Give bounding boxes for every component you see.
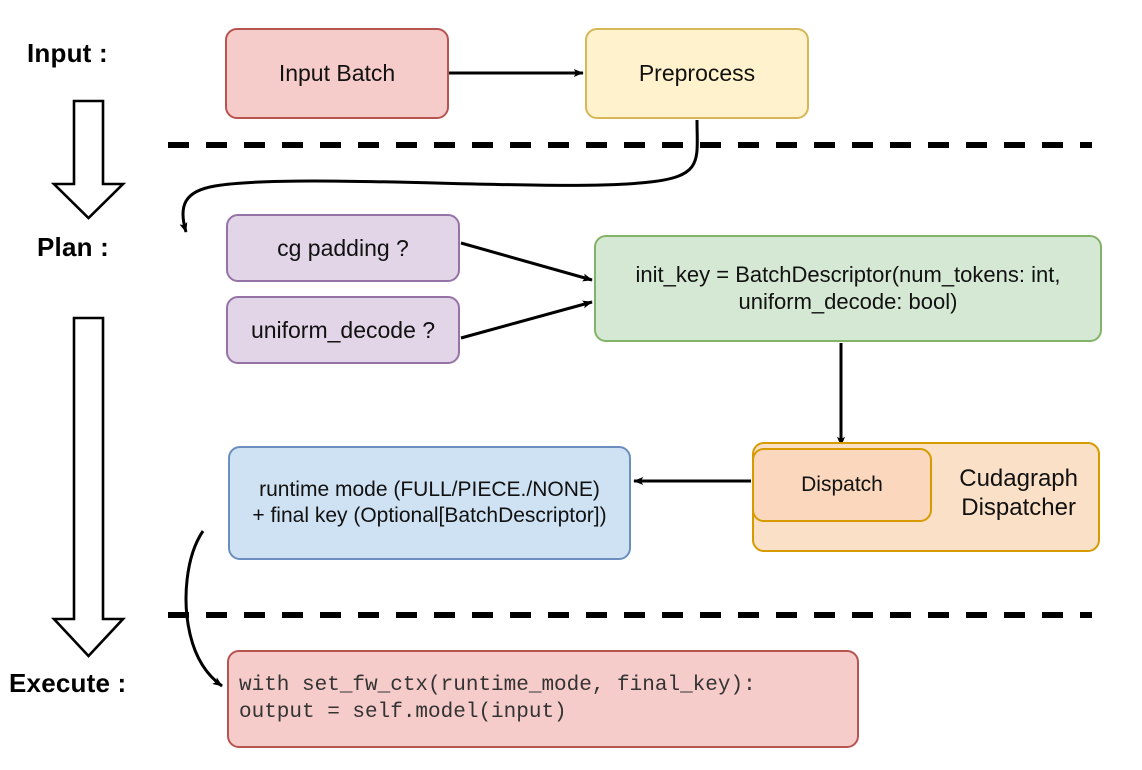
node-input-batch-label: Input Batch	[278, 60, 396, 87]
node-init-key[interactable]: init_key = BatchDescriptor(num_tokens: i…	[594, 235, 1102, 342]
plan-to-execute-flow-arrow	[51, 316, 126, 658]
node-dispatch[interactable]: Dispatch	[752, 448, 932, 522]
connector-cg-padding-to-init-key	[460, 241, 593, 282]
node-execute-code-label: with set_fw_ctx(runtime_mode, final_key)…	[239, 673, 756, 724]
connector-runtime-mode-to-execute-code	[184, 530, 223, 688]
connector-preprocess-to-cg-padding	[179, 119, 699, 233]
node-runtime-mode[interactable]: runtime mode (FULL/PIECE./NONE) + final …	[228, 446, 631, 560]
node-cg-padding[interactable]: cg padding ?	[226, 214, 460, 282]
node-uniform-decode[interactable]: uniform_decode ?	[226, 296, 460, 364]
node-init-key-label: init_key = BatchDescriptor(num_tokens: i…	[635, 261, 1061, 314]
node-execute-code[interactable]: with set_fw_ctx(runtime_mode, final_key)…	[227, 650, 859, 748]
stage-label-plan: Plan :	[37, 232, 109, 262]
node-preprocess-label: Preprocess	[638, 60, 756, 87]
node-dispatch-label: Dispatch	[801, 473, 883, 497]
input-to-plan-flow-arrow	[50, 99, 127, 220]
connector-uniform-decode-to-init-key	[460, 300, 593, 340]
stage-label-execute: Execute :	[9, 668, 127, 698]
node-input-batch[interactable]: Input Batch	[225, 28, 449, 119]
node-cudagraph-dispatcher-label: Cudagraph Dispatcher	[959, 465, 1078, 522]
node-uniform-decode-label: uniform_decode ?	[250, 316, 436, 343]
node-cg-padding-label: cg padding ?	[277, 234, 409, 261]
stage-label-input: Input :	[27, 38, 108, 68]
node-preprocess[interactable]: Preprocess	[585, 28, 809, 119]
node-runtime-mode-label: runtime mode (FULL/PIECE./NONE) + final …	[252, 478, 607, 527]
